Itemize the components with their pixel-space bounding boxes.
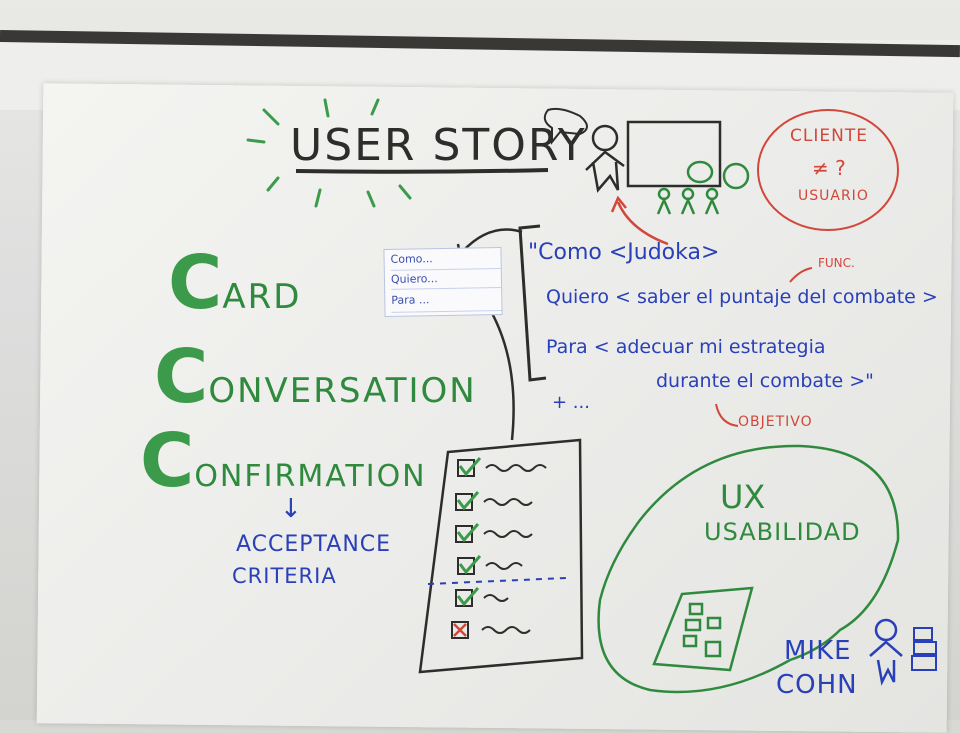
screen-icon [626,120,722,188]
story-bracket [518,224,547,382]
audience-icon [656,160,750,215]
stacked-boxes-icon [911,627,937,671]
check-icons [456,457,482,607]
ux-label: UX [720,478,766,516]
confirmation-rest: ONFIRMATION [194,459,427,494]
author-first: MIKE [784,636,852,666]
usabilidad-label: USABILIDAD [704,518,861,546]
conversation-heading: CONVERSATION [154,340,477,414]
title-rays [246,98,412,208]
person-icon [869,618,903,686]
card-initial: C [168,240,223,326]
title-underline [295,168,549,174]
criteria-label: CRITERIA [232,564,337,588]
card-rest: ARD [222,277,302,317]
story-line-como: "Como <Judoka> [528,240,720,265]
checklist-squiggles [481,464,547,634]
presenter-icon [585,124,625,193]
red-arrow [616,201,669,246]
cliente-circle [757,109,899,231]
confirmation-initial: C [140,418,195,504]
confirmation-heading: CONFIRMATION [140,424,427,498]
card-line-como: Como... [390,247,501,271]
func-annotation: FUNC. [818,256,855,270]
story-line-para: Para < adecuar mi estrategia [546,336,826,358]
cliente-label: CLIENTE [790,126,868,146]
conversation-initial: C [154,334,209,420]
card-heading: CARD [168,246,301,320]
story-line-more: + ... [552,392,590,413]
card-line-para: Para ... [391,287,502,313]
cross-icon [453,623,467,637]
bracket-arrow [461,228,523,253]
not-equal-label: ≠ ? [812,156,846,180]
card-line-quiero: Quiero... [390,268,502,290]
acceptance-label: ACCEPTANCE [236,532,392,557]
story-line-quiero: Quiero < saber el puntaje del combate > [546,286,938,308]
checklist-sheet [418,438,584,674]
page-title: USER STORY [290,120,587,171]
mobile-sketch-icon [652,586,754,672]
usuario-label: USUARIO [798,188,869,204]
acceptance-arrow: ↓ [280,494,302,524]
checklist-boxes [451,459,475,639]
story-line-durante: durante el combate >" [656,370,874,392]
ux-cloud [597,444,900,694]
conversation-rest: ONVERSATION [208,371,477,411]
objetivo-annotation: OBJETIVO [738,414,813,430]
speech-bubble-icon [543,107,588,145]
checklist-arrow [486,305,515,441]
index-card: Como... Quiero... Para ... [383,246,503,318]
author-last: COHN [776,670,858,700]
checklist-divider [427,577,567,585]
